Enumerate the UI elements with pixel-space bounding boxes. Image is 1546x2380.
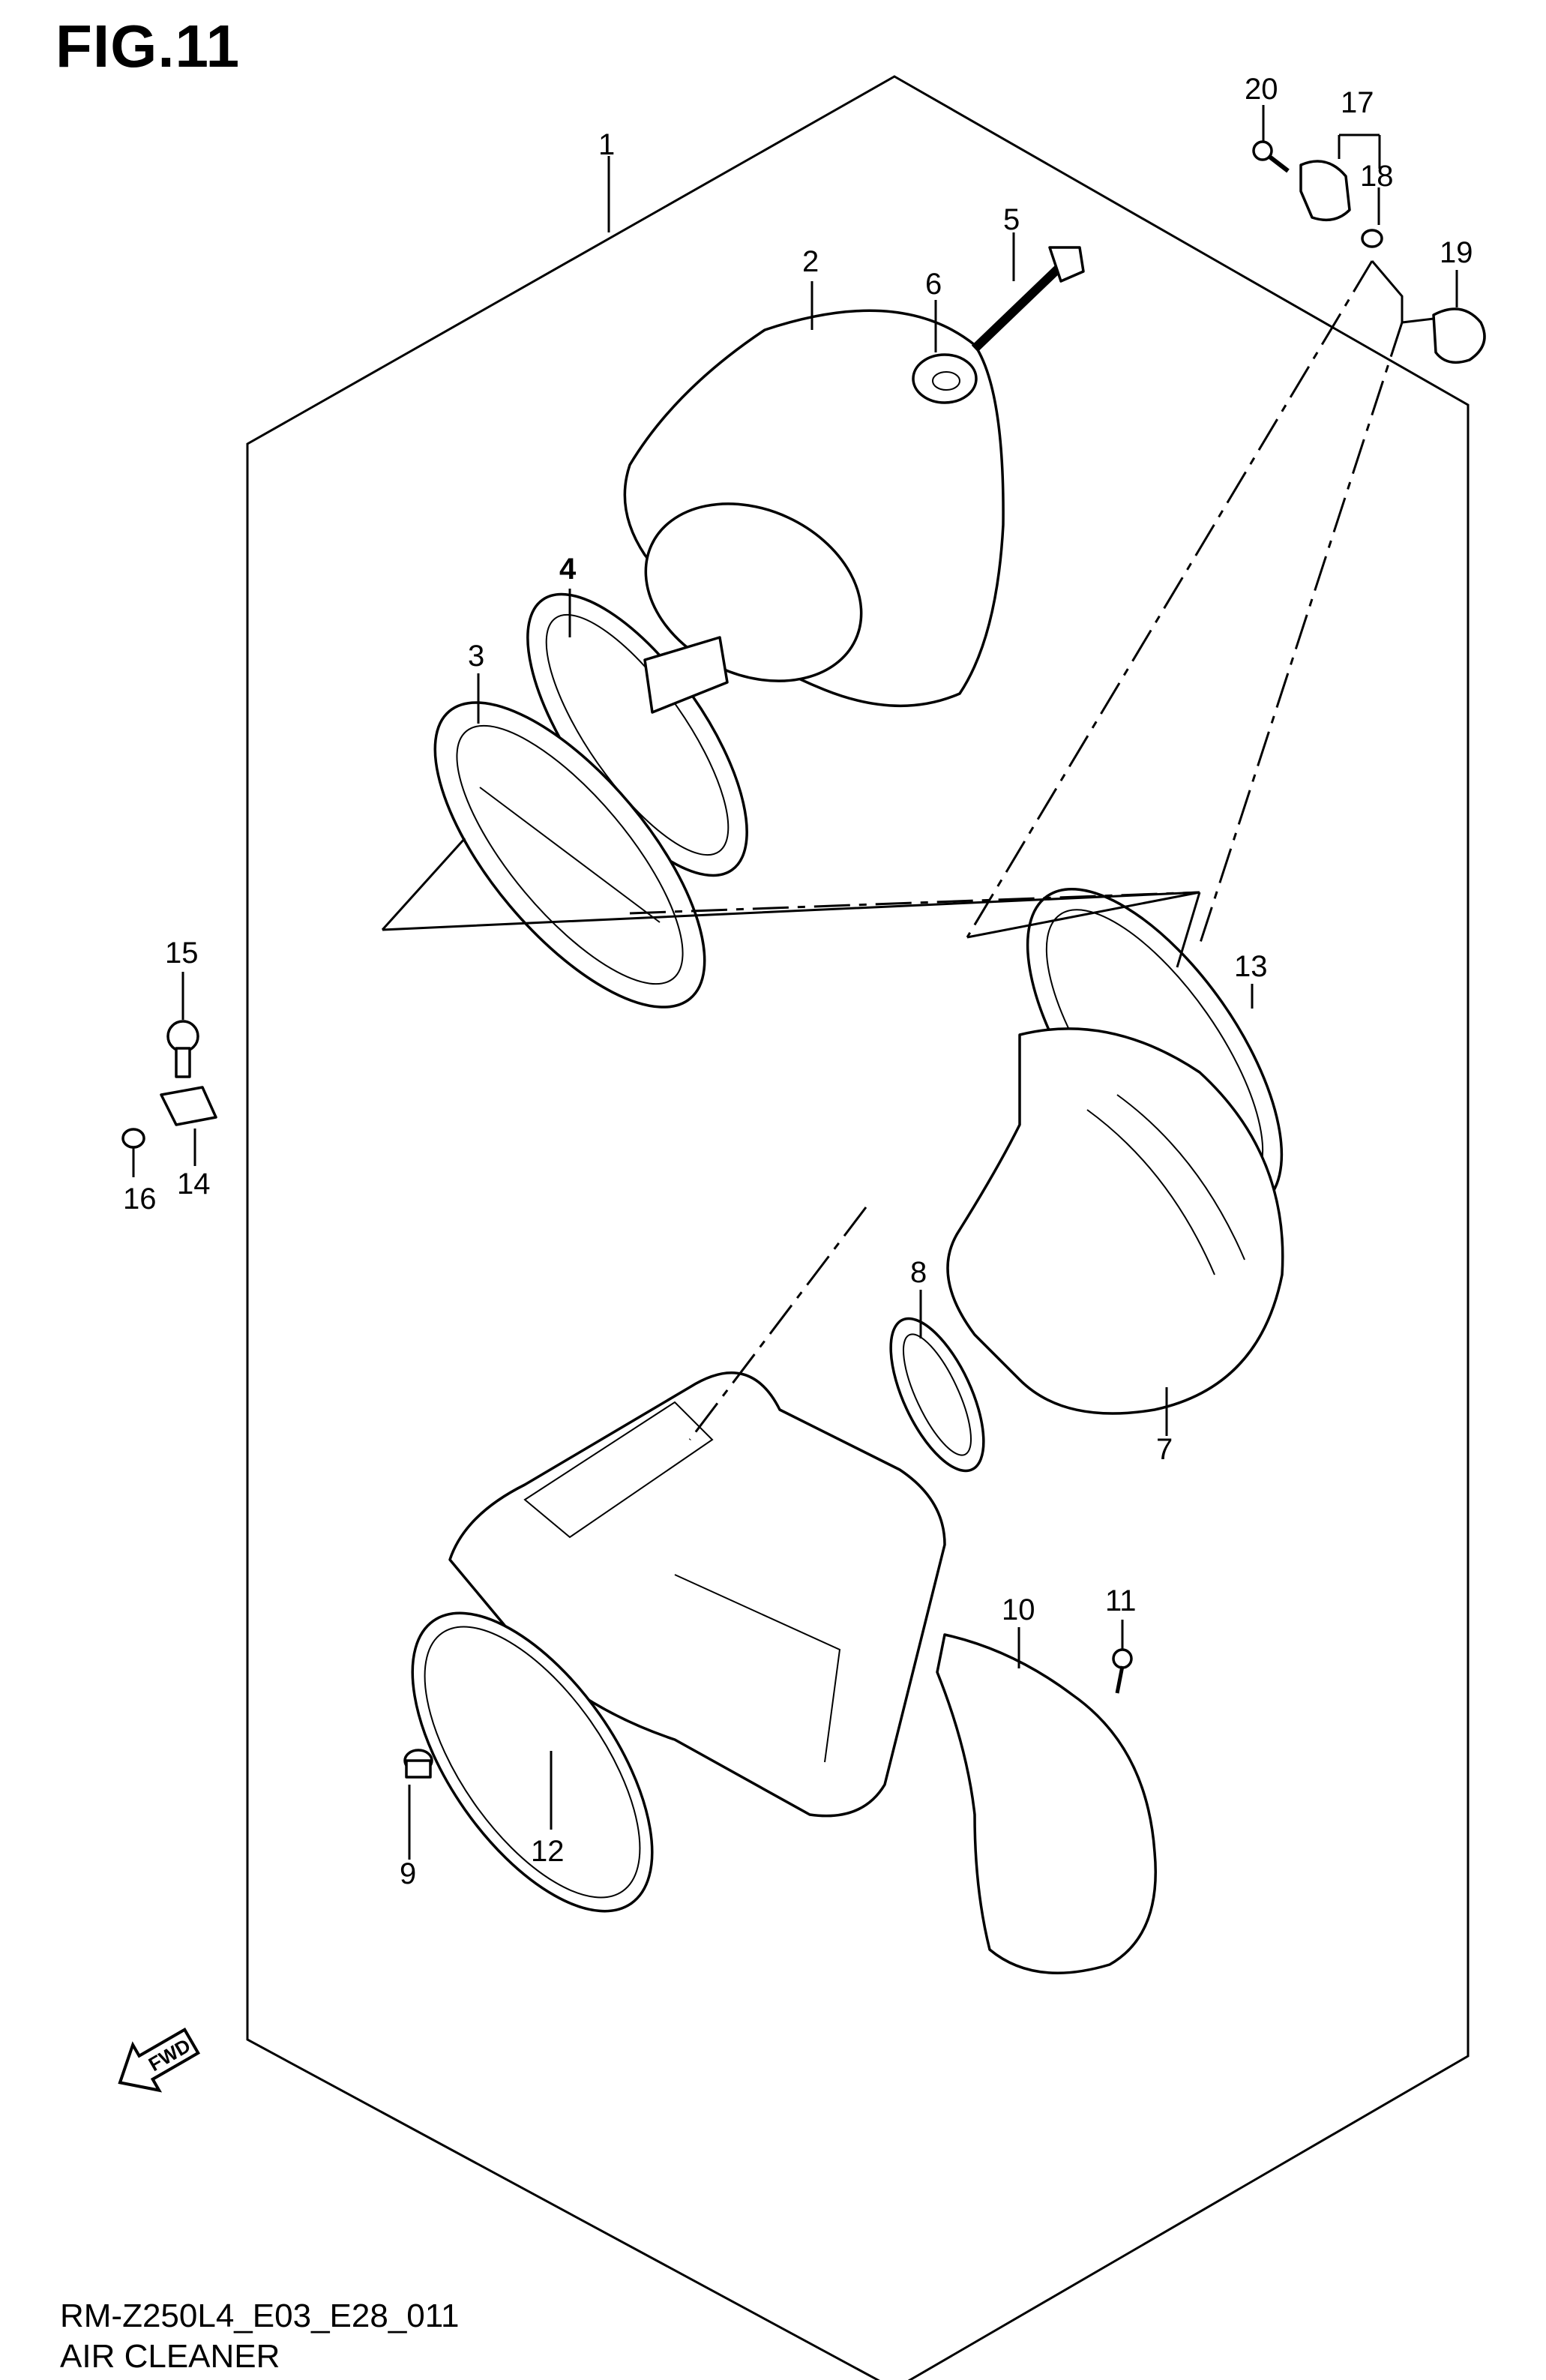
- assembly-line-e: [381, 837, 1201, 968]
- diagram-code: RM-Z250L4_E03_E28_011: [60, 2298, 460, 2334]
- part-18-o-ring[interactable]: [1361, 229, 1383, 248]
- part-10-mud-guard[interactable]: [936, 1633, 1157, 1974]
- callout-4: 4: [559, 553, 577, 586]
- callout-8: 8: [910, 1256, 927, 1289]
- part-12-gasket[interactable]: [366, 1574, 699, 1951]
- part-20-bolt[interactable]: [1252, 140, 1290, 173]
- callout-1: 1: [598, 128, 615, 161]
- assembly-line-a: [629, 891, 1200, 915]
- callout-19: 19: [1440, 236, 1473, 269]
- part-4-filter-cage[interactable]: [487, 561, 787, 909]
- assembly-line-f: [1371, 260, 1434, 324]
- callout-13: 13: [1234, 950, 1268, 983]
- fwd-arrow-icon: [118, 2028, 200, 2093]
- part-17-breather[interactable]: [1299, 160, 1351, 222]
- part-3-filter-holder[interactable]: [389, 661, 751, 1049]
- part-9-nut[interactable]: [403, 1749, 433, 1779]
- assembly-line-b: [966, 260, 1374, 938]
- assembly-boundary: [246, 75, 1470, 2380]
- callout-6: 6: [925, 268, 942, 301]
- callout-labels: 1 2 3 4 5 6 7 8 9 10 11 12 13 14 15 16 1…: [123, 73, 1473, 1890]
- part-16-nut[interactable]: [121, 1128, 145, 1149]
- part-19-plate[interactable]: [1432, 307, 1486, 364]
- part-11-screw[interactable]: [1112, 1648, 1133, 1694]
- diagram-name: AIR CLEANER: [60, 2338, 280, 2375]
- callout-7: 7: [1156, 1433, 1173, 1466]
- air-cleaner-box[interactable]: [448, 1371, 946, 1818]
- callout-5: 5: [1003, 203, 1020, 236]
- callout-18: 18: [1360, 160, 1394, 193]
- part-5-wing-bolt[interactable]: [971, 246, 1085, 352]
- figure-title: FIG.11: [55, 13, 241, 79]
- leader-lines: [132, 105, 1458, 1860]
- part-14-nut-clip[interactable]: [160, 1086, 217, 1126]
- part-8-clamp[interactable]: [872, 1305, 1003, 1483]
- forward-direction-badge: FWD: [118, 2028, 200, 2093]
- part-6-grommet[interactable]: [912, 353, 978, 404]
- callout-15: 15: [165, 937, 199, 970]
- assembly-line-d: [688, 1206, 867, 1440]
- callout-3: 3: [468, 640, 484, 673]
- callout-11: 11: [1105, 1584, 1137, 1617]
- assembly-line-c: [1198, 322, 1404, 946]
- callout-20: 20: [1245, 73, 1278, 106]
- callout-2: 2: [802, 245, 819, 278]
- callout-16: 16: [123, 1183, 157, 1215]
- callout-10: 10: [1002, 1593, 1035, 1626]
- part-7-intake-tube[interactable]: [946, 1027, 1284, 1415]
- callout-17: 17: [1341, 86, 1374, 119]
- callout-14: 14: [177, 1168, 211, 1200]
- callout-12: 12: [531, 1835, 565, 1868]
- callout-9: 9: [400, 1857, 416, 1890]
- part-15-bolt[interactable]: [166, 1020, 199, 1078]
